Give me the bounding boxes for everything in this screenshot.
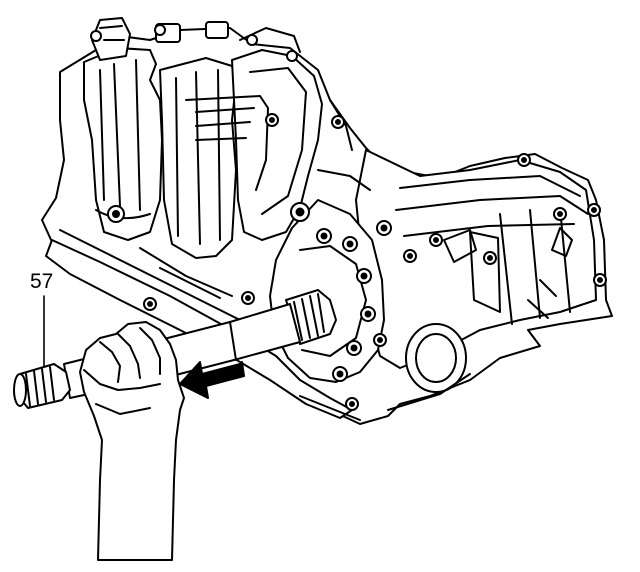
callout: 57: [30, 270, 53, 367]
callout-label: 57: [30, 270, 53, 293]
technician-hand: [79, 321, 185, 561]
direction-arrow: [179, 361, 245, 399]
bolts: [90, 24, 607, 411]
sensor-boss-2: [205, 21, 229, 39]
hand-outline: [79, 321, 185, 561]
arrow-shape: [179, 361, 245, 399]
